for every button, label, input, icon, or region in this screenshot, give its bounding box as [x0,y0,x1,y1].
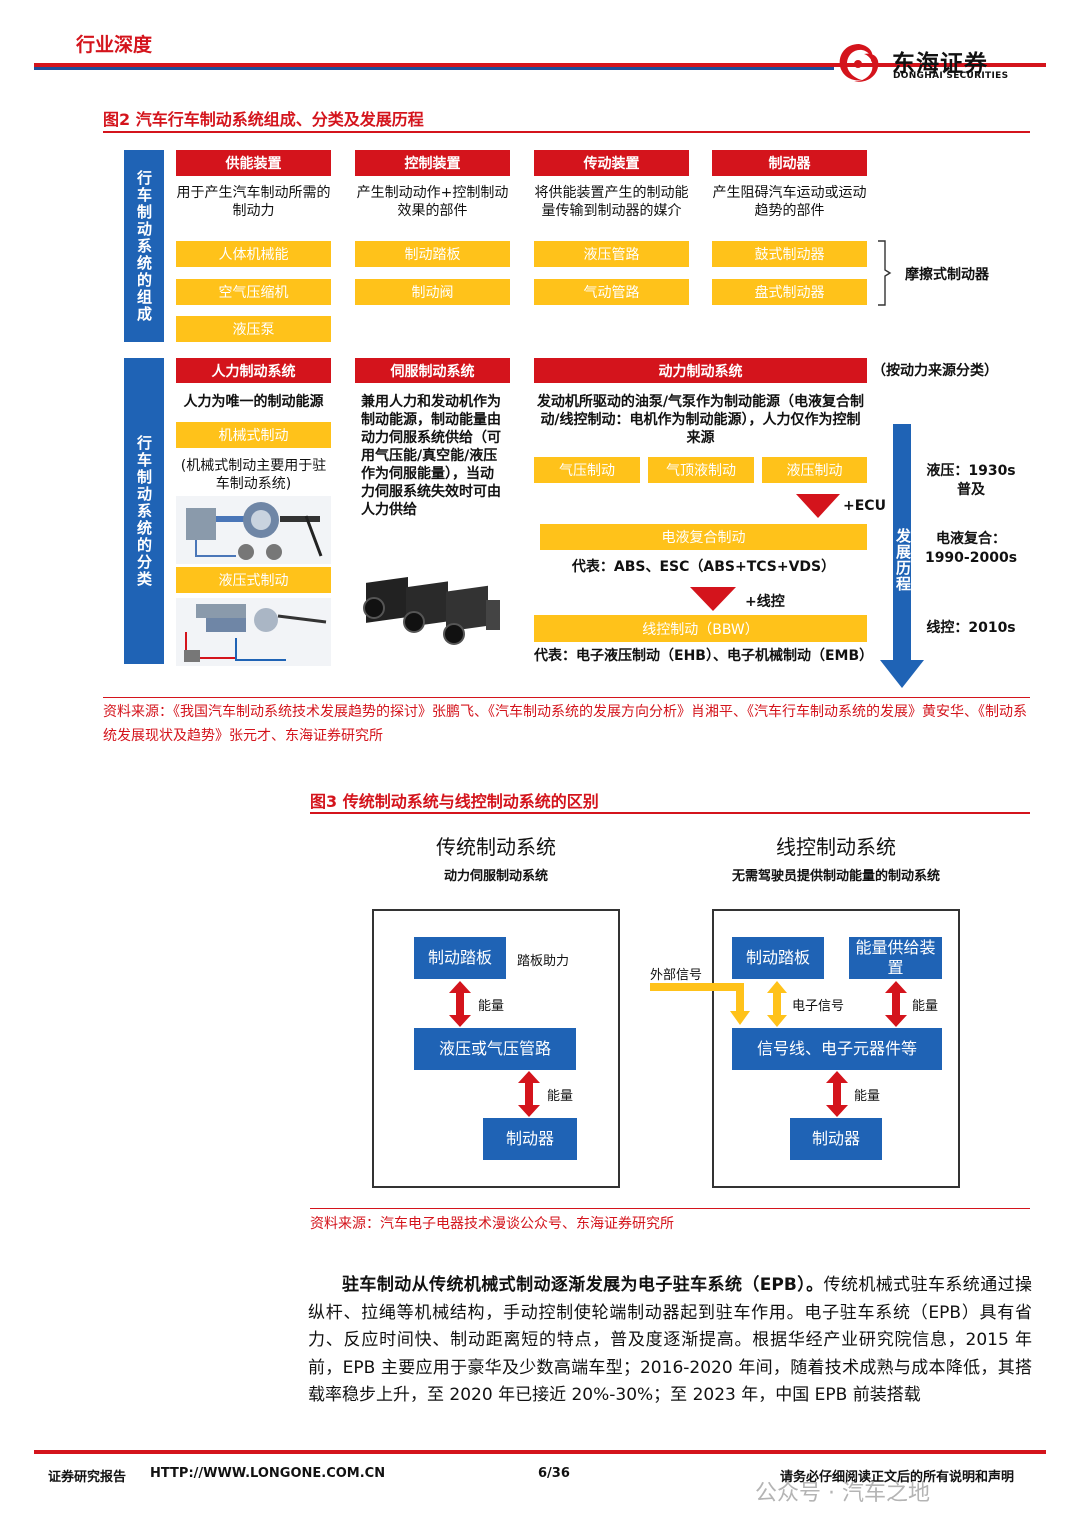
arrow-down-ecu-icon [796,494,840,518]
power-desc: 发动机所驱动的油泵/气泵作为制动能源（电液复合制动/线控制动：电机作为制动能源）… [534,393,867,447]
bbw-energy-2: 能量 [854,1085,880,1104]
history-bbw: 线控：2010s [921,617,1021,637]
servo-motor-image [358,570,508,656]
item-pneumatic-brake: 气压制动 [534,457,640,483]
by-energy-label: （按动力来源分类） [872,360,998,380]
side-label-composition: 行车制动系统的组成 [124,150,164,342]
body-paragraph: 驻车制动从传统机械式制动逐渐发展为电子驻车系统（EPB）。传统机械式驻车系统通过… [308,1272,1032,1410]
history-electro-hydraulic-sub: 1990-2000s [921,549,1021,568]
figure-3-title-rule [310,812,1030,814]
traditional-brake-box: 制动器 [483,1118,577,1160]
item-mechanical-brake: 机械式制动 [176,422,331,448]
footer-report-type: 证券研究报告 [48,1466,126,1485]
figure-3-bottom-rule [310,1208,1030,1209]
servo-desc: 兼用人力和发动机作为制动能源，制动能量由动力伺服系统供给（可用气压能/真空能/液… [361,393,501,519]
item-air-over-hydraulic-brake: 气顶液制动 [648,457,754,483]
item-disc-brake: 盘式制动器 [712,279,867,305]
page-number: 6/36 [538,1466,570,1481]
traditional-energy-2: 能量 [547,1085,573,1104]
friction-brake-label: 摩擦式制动器 [905,264,989,284]
hydraulic-brake-diagram [176,598,331,666]
item-drum-brake: 鼓式制动器 [712,241,867,267]
energy-arrow-icon [518,1071,540,1117]
footer-rule [34,1450,1046,1454]
ehc-representatives: 代表：ABS、ESC（ABS+TCS+VDS） [540,556,867,576]
pedal-assist-label: 踏板助力 [517,950,569,969]
column-head-brake: 制动器 [712,150,867,176]
class-head-human: 人力制动系统 [176,358,331,383]
item-hydraulic-power-brake: 液压制动 [762,457,867,483]
class-head-power: 动力制动系统 [534,358,867,383]
section-title: 行业深度 [76,30,152,57]
mechanical-note: (机械式制动主要用于驻车制动系统) [176,457,331,493]
figure-2-bottom-rule [103,697,1030,698]
figure-2-title: 图2 汽车行车制动系统组成、分类及发展历程 [103,106,424,130]
electronic-signal-arrow-icon [767,981,787,1027]
traditional-pipe-box: 液压或气压管路 [414,1028,576,1070]
history-label: 发展历程 [893,528,911,592]
column-desc-control: 产生制动动作+控制制动效果的部件 [355,184,510,220]
traditional-pedal-box: 制动踏板 [414,937,506,979]
column-head-control: 控制装置 [355,150,510,176]
bbw-subtitle: 无需驾驶员提供制动能量的制动系统 [712,868,960,885]
human-desc: 人力为唯一的制动能源 [172,393,335,411]
external-signal-label: 外部信号 [650,964,702,983]
traditional-title: 传统制动系统 [372,831,620,860]
item-hydraulic-line: 液压管路 [534,241,689,267]
class-head-servo: 伺服制动系统 [355,358,510,383]
item-brake-valve: 制动阀 [355,279,510,305]
energy-supply-box: 能量供给装置 [849,937,942,979]
energy-arrow-icon [826,1071,848,1117]
item-pneumatic-line: 气动管路 [534,279,689,305]
side-label-classification: 行车制动系统的分类 [124,358,164,664]
mechanical-brake-diagram [176,496,331,564]
history-hydraulic-name: 液压：1930s [921,462,1021,481]
item-air-compressor: 空气压缩机 [176,279,331,305]
dragon-logo-icon [834,40,884,84]
item-brake-by-wire: 线控制动（BBW） [534,615,867,642]
bbw-title: 线控制动系统 [712,831,960,860]
bbw-representatives: 代表：电子液压制动（EHB）、电子机械制动（EMB） [534,647,867,666]
friction-brace-icon [876,240,896,306]
figure-3-title: 图3 传统制动系统与线控制动系统的区别 [310,788,599,812]
traditional-subtitle: 动力伺服制动系统 [372,868,620,885]
watermark: 公众号 · 汽车之地 [755,1475,930,1507]
traditional-energy-1: 能量 [478,995,504,1014]
header-rule-blue [34,67,834,70]
item-human-energy: 人体机械能 [176,241,331,267]
bbw-energy-1: 能量 [912,995,938,1014]
figure-3-source: 资料来源：汽车电子电器技术漫谈公众号、东海证券研究所 [310,1212,674,1236]
column-desc-supply: 用于产生汽车制动所需的制动力 [176,184,331,220]
bbw-pedal-box: 制动踏板 [732,937,824,979]
energy-arrow-icon [885,981,907,1027]
arrow-down-bbw-icon [690,587,736,611]
column-desc-brake: 产生阻碍汽车运动或运动趋势的部件 [712,184,867,220]
signal-line-box: 信号线、电子元器件等 [732,1028,942,1070]
history-hydraulic: 液压：1930s 普及 [921,462,1021,500]
bbw-brake-box: 制动器 [790,1118,882,1160]
footer-url[interactable]: HTTP://WWW.LONGONE.COM.CN [150,1466,385,1481]
item-hydraulic-brake: 液压式制动 [176,567,331,593]
body-lead: 驻车制动从传统机械式制动逐渐发展为电子驻车系统（EPB）。 [342,1275,824,1295]
item-hydraulic-pump: 液压泵 [176,316,331,342]
figure-2-title-rule [103,131,1030,133]
electronic-signal-label: 电子信号 [792,995,844,1014]
history-electro-hydraulic: 电液复合： 1990-2000s [921,530,1021,568]
external-signal-arrow-icon [650,983,756,1027]
figure-2-source: 资料来源：《我国汽车制动系统技术发展趋势的探讨》张鹏飞、《汽车制动系统的发展方向… [103,700,1033,748]
item-electro-hydraulic-brake: 电液复合制动 [540,524,867,550]
brand-name-en: DONGHAI SECURITIES [893,71,1008,81]
column-desc-transmission: 将供能装置产生的制动能量传输到制动器的媒介 [534,184,689,220]
column-head-transmission: 传动装置 [534,150,689,176]
item-brake-pedal: 制动踏板 [355,241,510,267]
bbw-plus-label: +线控 [745,591,785,611]
history-hydraulic-sub: 普及 [921,481,1021,500]
history-electro-hydraulic-name: 电液复合： [921,530,1021,549]
energy-arrow-icon [449,981,471,1027]
column-head-supply: 供能装置 [176,150,331,176]
